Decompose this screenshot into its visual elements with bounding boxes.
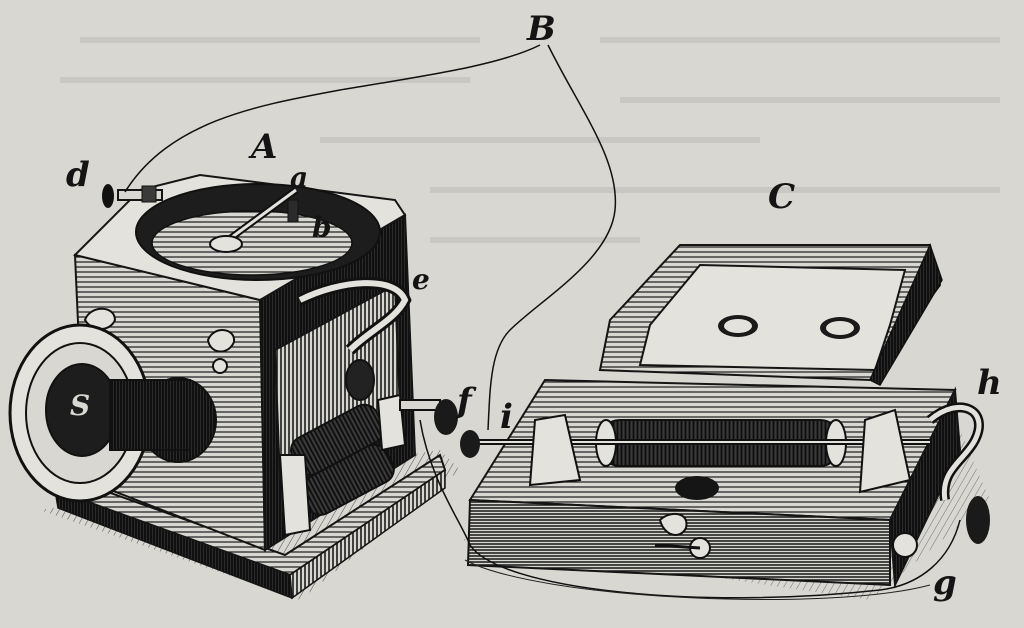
receiver-instrument-a — [8, 173, 460, 600]
label-a-lower: a — [290, 161, 309, 194]
base-shadow-outline — [464, 559, 931, 601]
background-bleed — [60, 37, 1000, 243]
label-f-terminal: f — [457, 381, 472, 421]
connecting-wires-b — [124, 44, 961, 599]
label-i-terminal: i — [500, 397, 513, 437]
label-d-terminal: d — [66, 155, 90, 195]
label-h-lever: h — [977, 363, 1002, 403]
label-g: g — [933, 563, 957, 603]
transmitter-instrument-c — [460, 242, 990, 600]
label-e: e — [412, 263, 430, 296]
label-b-wires: B — [527, 9, 556, 49]
label-c-instrument: C — [768, 177, 796, 217]
label-s-earpiece: S — [70, 389, 91, 422]
label-a-instrument: A — [251, 127, 278, 167]
label-b-lower: b — [312, 211, 332, 244]
